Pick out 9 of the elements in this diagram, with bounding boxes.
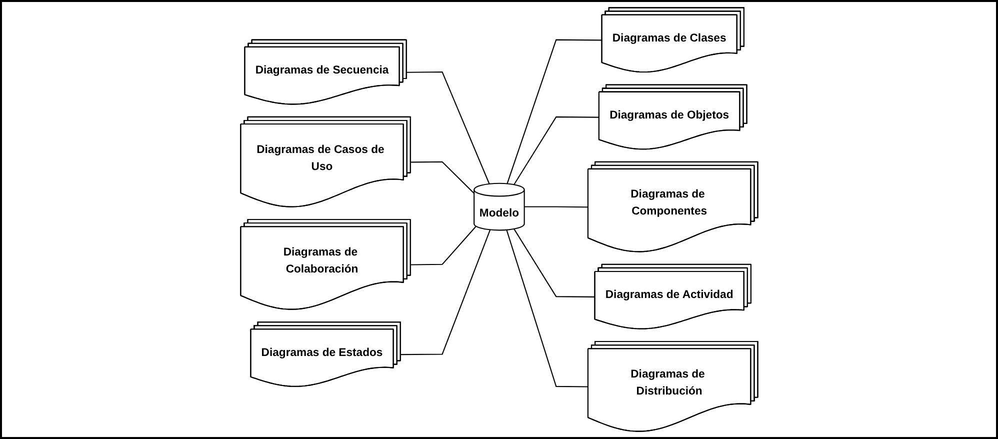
connector (524, 206, 588, 208)
connector (513, 228, 595, 298)
connector (410, 226, 476, 266)
connector (400, 230, 490, 356)
connector (406, 72, 490, 184)
connector (506, 39, 602, 184)
connector (506, 230, 588, 388)
connector (410, 161, 474, 194)
connector (513, 116, 600, 185)
